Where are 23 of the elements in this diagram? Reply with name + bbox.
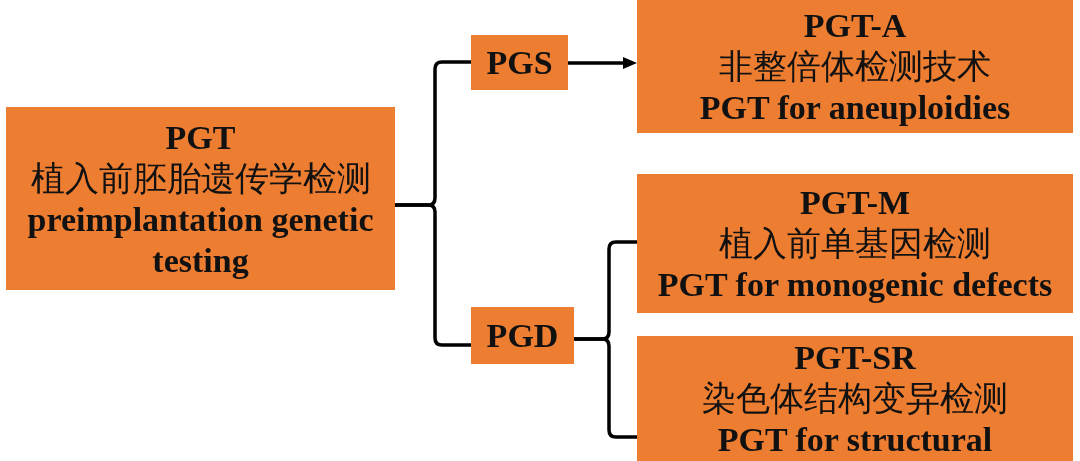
category-box — [471, 307, 574, 364]
connector-line — [395, 203, 471, 347]
term-heading: PGT-A — [803, 6, 907, 46]
term-heading: PGS — [486, 43, 553, 83]
category-box — [6, 107, 395, 290]
category-box — [637, 0, 1073, 133]
term-heading: PGT-SR — [794, 338, 916, 378]
term-description: preimplantation genetic testing — [26, 199, 375, 281]
arrow — [568, 57, 637, 69]
category-box — [637, 336, 1073, 461]
term-description: 非整倍体检测技术 — [719, 47, 991, 87]
term-heading: PGT-M — [799, 183, 911, 223]
category-box — [471, 35, 568, 90]
term-description: PGT for monogenic defects — [657, 265, 1053, 305]
term-heading: PGD — [486, 316, 559, 356]
term-description: PGT for aneuploidies — [699, 88, 1011, 128]
connector-line — [574, 337, 637, 439]
term-description: PGT for structural — [717, 420, 993, 460]
term-heading: PGT — [165, 117, 236, 158]
term-description: 染色体结构变异检测 — [702, 379, 1008, 419]
category-box — [637, 174, 1073, 313]
term-description: 植入前单基因检测 — [719, 224, 991, 264]
term-description: 植入前胚胎遗传学检测 — [30, 158, 371, 199]
